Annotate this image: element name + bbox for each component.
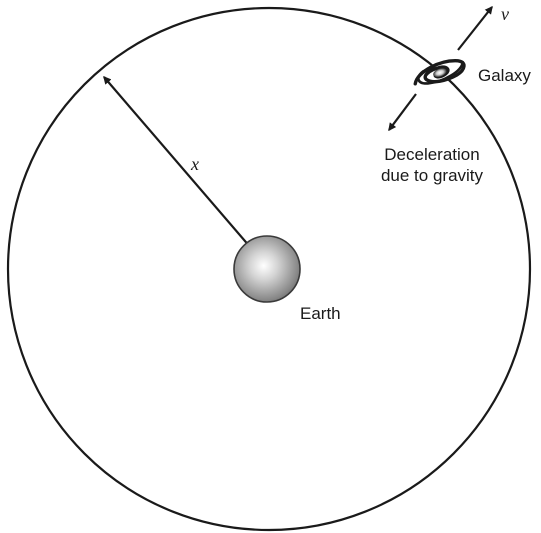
velocity-label: v — [501, 4, 509, 25]
earth-label: Earth — [300, 303, 341, 324]
deceleration-label: Deceleration due to gravity — [366, 144, 498, 186]
earth-icon — [234, 236, 300, 302]
velocity-arrow — [458, 7, 492, 50]
deceleration-arrow — [389, 94, 416, 130]
radius-arrow — [104, 77, 269, 269]
radius-label: x — [191, 154, 199, 175]
spiral-galaxy-icon — [407, 53, 470, 92]
galaxy-label: Galaxy — [478, 65, 531, 86]
deceleration-label-line1: Deceleration — [366, 144, 498, 165]
deceleration-label-line2: due to gravity — [366, 165, 498, 186]
